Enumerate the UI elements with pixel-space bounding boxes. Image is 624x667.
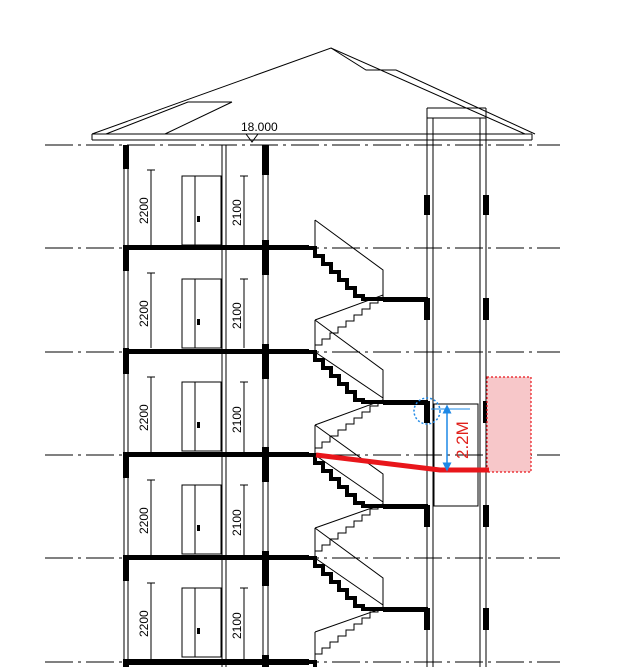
floor-height-label: 2200 [137, 300, 151, 327]
door-height-label: 2100 [230, 406, 244, 433]
dimension-labels: 2200 2200 2200 2200 2200 2100 2100 2100 … [137, 197, 244, 639]
stair-landings [383, 297, 428, 612]
door-height-label: 2100 [230, 199, 244, 226]
roof [91, 47, 536, 143]
lift-car [433, 403, 479, 507]
floor-height-label: 2200 [137, 610, 151, 637]
door-height-label: 2100 [230, 612, 244, 639]
left-roof-hip [105, 101, 232, 135]
rear-roof-hip [330, 47, 536, 135]
blue-circle-marker [413, 397, 441, 425]
floor-height-label: 2200 [137, 197, 151, 224]
dimension-ticks [147, 169, 248, 659]
stair-flights-solid [305, 246, 383, 667]
door-height-label: 2100 [230, 302, 244, 329]
red-highlight-line [315, 452, 489, 473]
roof-elevation-label: 18.000 [241, 120, 278, 134]
wall-lines [123, 107, 487, 667]
door-height-label: 2100 [230, 509, 244, 536]
floor-height-label: 2200 [137, 507, 151, 534]
doors [181, 175, 222, 658]
floor-axis-lines [45, 144, 560, 663]
pink-zone [486, 376, 532, 473]
callout-height-label: 2.2M [453, 421, 472, 459]
floor-height-label: 2200 [137, 404, 151, 431]
floor-slabs [124, 245, 309, 665]
main-roof-outline [91, 47, 526, 135]
door-handles [197, 216, 200, 634]
stair-flights-return [314, 219, 384, 662]
